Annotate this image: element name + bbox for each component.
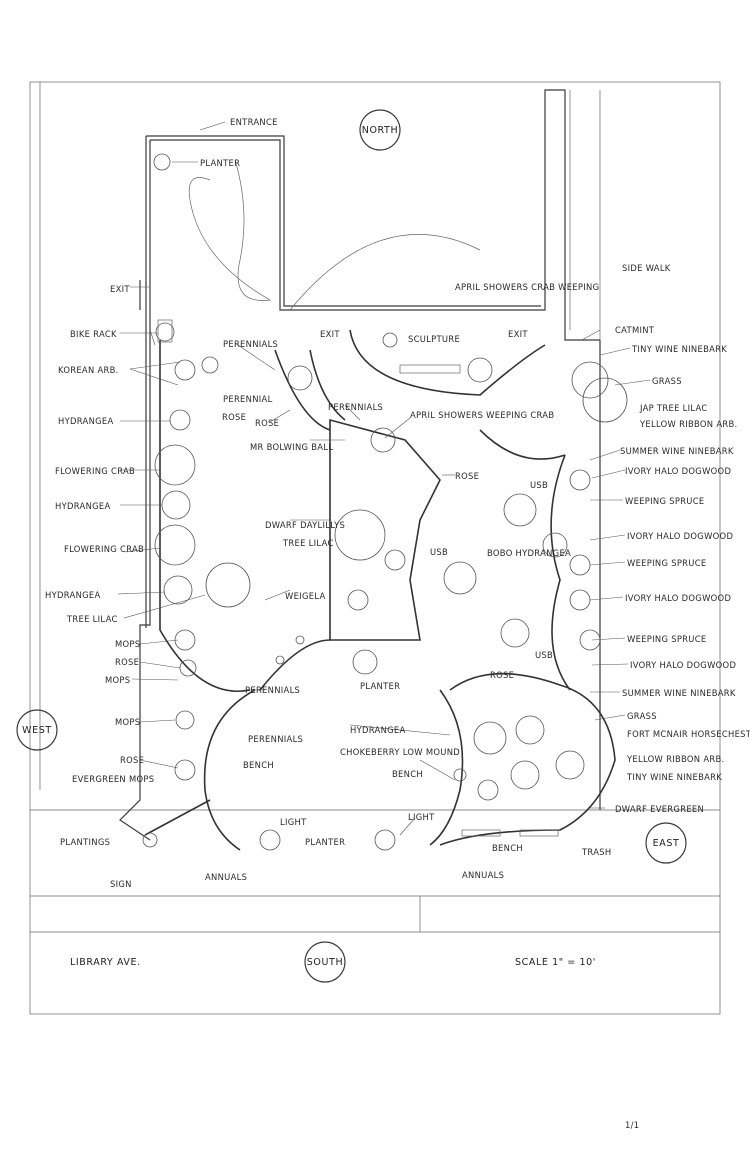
label-perennials-4: PERENNIALS (245, 685, 300, 695)
label-entrance: ENTRANCE (230, 117, 278, 127)
label-rose-w1: ROSE (115, 657, 139, 667)
label-catmint: CATMINT (615, 325, 655, 335)
label-bench-c: BENCH (392, 769, 423, 779)
label-rose-c3: ROSE (455, 471, 479, 481)
label-side-walk: SIDE WALK (622, 263, 671, 273)
label-planter-s: PLANTER (305, 837, 345, 847)
label-flowering-crab-1: FLOWERING CRAB (55, 466, 135, 476)
label-usb-3: USB (535, 650, 553, 660)
label-annuals-e: ANNUALS (462, 870, 504, 880)
plant-labels: ENTRANCE PLANTER EXIT BIKE RACK KOREAN A… (45, 117, 750, 889)
street-name: LIBRARY AVE. (70, 957, 141, 968)
label-grass-1: GRASS (652, 376, 682, 386)
leader-lines (117, 161, 651, 836)
sheet-frame (29, 81, 721, 1015)
label-trash: TRASH (581, 847, 611, 857)
north-arc (289, 234, 481, 311)
label-rose-w2: ROSE (120, 755, 144, 765)
label-hydrangea-3: HYDRANGEA (45, 590, 101, 600)
label-bench-w: BENCH (243, 760, 274, 770)
label-chokeberry: CHOKEBERRY LOW MOUND (340, 747, 460, 757)
label-ivory-halo-2: IVORY HALO DOGWOOD (627, 531, 733, 541)
label-ivory-halo-3: IVORY HALO DOGWOOD (625, 593, 731, 603)
label-mops-1: MOPS (115, 639, 140, 649)
label-ivory-halo-4: IVORY HALO DOGWOOD (630, 660, 736, 670)
label-rose-e: ROSE (490, 670, 514, 680)
south-label: SOUTH (307, 957, 343, 968)
label-summer-wine-2: SUMMER WINE NINEBARK (622, 688, 736, 698)
label-april-crab-2: APRIL SHOWERS WEEPING CRAB (410, 410, 554, 420)
label-bobo-hydrangea: BOBO HYDRANGEA (487, 548, 571, 558)
label-mops-2: MOPS (105, 675, 130, 685)
label-rose-c1: ROSE (222, 412, 246, 422)
label-tiny-wine-2: TINY WINE NINEBARK (626, 772, 722, 782)
compass-south: SOUTH (304, 941, 346, 983)
label-exit-c2: EXIT (508, 329, 528, 339)
label-perennial-2: PERENNIAL (223, 394, 273, 404)
label-sign: SIGN (110, 879, 132, 889)
label-perennials-3: PERENNIALS (328, 402, 383, 412)
east-bed (439, 454, 616, 846)
label-exit-west: EXIT (110, 284, 130, 294)
north-label: NORTH (362, 125, 398, 136)
label-weeping-spruce-3: WEEPING SPRUCE (627, 634, 706, 644)
label-perennials-1: PERENNIALS (223, 339, 278, 349)
label-dwarf-daylillys: DWARF DAYLILLYS (265, 520, 345, 530)
label-grass-2: GRASS (627, 711, 657, 721)
compass-east: EAST (645, 822, 687, 864)
label-annuals-w: ANNUALS (205, 872, 247, 882)
label-tree-lilac-c: TREE LILAC (282, 538, 334, 548)
label-jap-tree-lilac: JAP TREE LILAC (639, 403, 708, 413)
label-exit-c1: EXIT (320, 329, 340, 339)
label-planter-c: PLANTER (360, 681, 400, 691)
label-korean-arb: KOREAN ARB. (58, 365, 119, 375)
label-rose-c2: ROSE (255, 418, 279, 428)
compass-west: WEST (16, 709, 58, 751)
label-plantings: PLANTINGS (60, 837, 110, 847)
label-hydrangea-2: HYDRANGEA (55, 501, 111, 511)
label-usb-2: USB (430, 547, 448, 557)
label-evergreen-mops: EVERGREEN MOPS (72, 774, 154, 784)
label-mops-3: MOPS (115, 717, 140, 727)
label-weigela: WEIGELA (285, 591, 326, 601)
label-weeping-spruce-2: WEEPING SPRUCE (627, 558, 706, 568)
site-boundary (119, 89, 601, 841)
label-weeping-spruce-1: WEEPING SPRUCE (625, 496, 704, 506)
west-label: WEST (22, 725, 52, 736)
label-bench-e: BENCH (492, 843, 523, 853)
compass-north: NORTH (359, 109, 401, 151)
plant-symbols (142, 153, 628, 851)
sheet-number: 1/1 (625, 1120, 639, 1130)
label-horse-chestnut: FORT MCNAIR HORSECHESTNUT (627, 729, 750, 739)
label-april-crab-1: APRIL SHOWERS CRAB WEEPING (455, 282, 599, 292)
west-bed (144, 340, 464, 851)
label-perennials-5: PERENNIALS (248, 734, 303, 744)
label-sculpture: SCULPTURE (408, 334, 460, 344)
label-tree-lilac-w: TREE LILAC (66, 614, 118, 624)
east-label: EAST (653, 838, 680, 849)
label-yellow-ribbon-2: YELLOW RIBBON ARB. (626, 754, 724, 764)
label-flowering-crab-2: FLOWERING CRAB (64, 544, 144, 554)
entrance-path (188, 121, 272, 301)
label-hydrangea-1: HYDRANGEA (58, 416, 114, 426)
label-summer-wine-1: SUMMER WINE NINEBARK (620, 446, 734, 456)
label-mr-bowling-ball: MR BOLWING BALL (250, 442, 333, 452)
label-light-w: LIGHT (280, 817, 307, 827)
label-yellow-ribbon-1: YELLOW RIBBON ARB. (639, 419, 737, 429)
label-light-e: LIGHT (408, 812, 435, 822)
label-tiny-wine-1: TINY WINE NINEBARK (631, 344, 727, 354)
label-hydrangea-c: HYDRANGEA (350, 725, 406, 735)
label-dwarf-evergreen: DWARF EVERGREEN (615, 804, 704, 814)
benches (157, 319, 559, 837)
label-bike-rack: BIKE RACK (70, 329, 117, 339)
scale-note: SCALE 1" = 10' (515, 957, 596, 968)
label-usb-1: USB (530, 480, 548, 490)
label-planter-top: PLANTER (200, 158, 240, 168)
central-bed (274, 329, 566, 641)
label-ivory-halo-1: IVORY HALO DOGWOOD (625, 466, 731, 476)
